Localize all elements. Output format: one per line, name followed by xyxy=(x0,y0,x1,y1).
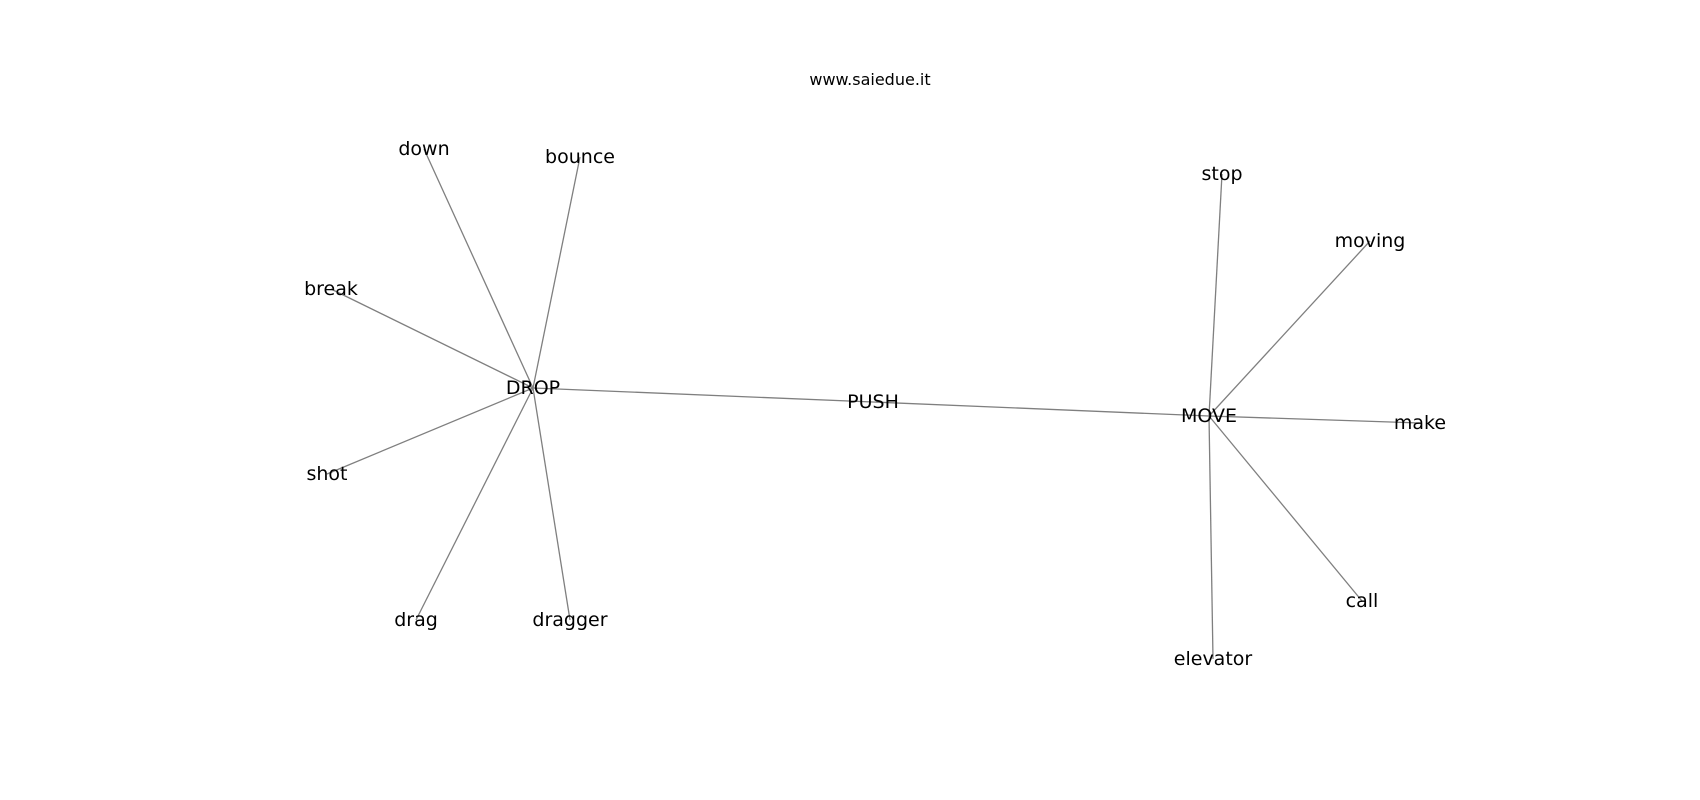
node-drag: drag xyxy=(394,609,438,631)
edge-move-make xyxy=(1208,415,1421,424)
node-push: PUSH xyxy=(847,391,899,413)
graph-edges xyxy=(326,148,1421,660)
edge-drop-down xyxy=(423,148,534,389)
node-moving: moving xyxy=(1335,230,1406,252)
edge-drop-push xyxy=(532,387,874,403)
edge-push-move xyxy=(872,401,1210,417)
node-dragger: dragger xyxy=(532,609,607,631)
edge-drop-dragger xyxy=(532,387,571,621)
node-drop: DROP xyxy=(506,377,560,399)
edge-move-moving xyxy=(1208,240,1371,417)
edge-move-elevator xyxy=(1208,415,1214,660)
node-down: down xyxy=(398,138,449,160)
edge-move-stop xyxy=(1208,173,1223,417)
node-elevator: elevator xyxy=(1174,648,1253,670)
node-stop: stop xyxy=(1201,163,1242,185)
node-make: make xyxy=(1394,412,1446,434)
edge-drop-bounce xyxy=(532,156,581,389)
node-break: break xyxy=(304,278,358,300)
graph-nodes: DROP PUSH MOVE down bounce break shot drag dragg… xyxy=(304,138,1446,670)
node-move: MOVE xyxy=(1181,405,1237,427)
node-bounce: bounce xyxy=(545,146,615,168)
edge-move-call xyxy=(1208,415,1363,602)
node-shot: shot xyxy=(306,463,347,485)
edge-drop-break xyxy=(330,288,534,389)
site-title: www.saiedue.it xyxy=(809,70,931,89)
edge-drop-drag xyxy=(415,387,534,621)
edge-drop-shot xyxy=(326,387,534,475)
node-call: call xyxy=(1346,590,1379,612)
